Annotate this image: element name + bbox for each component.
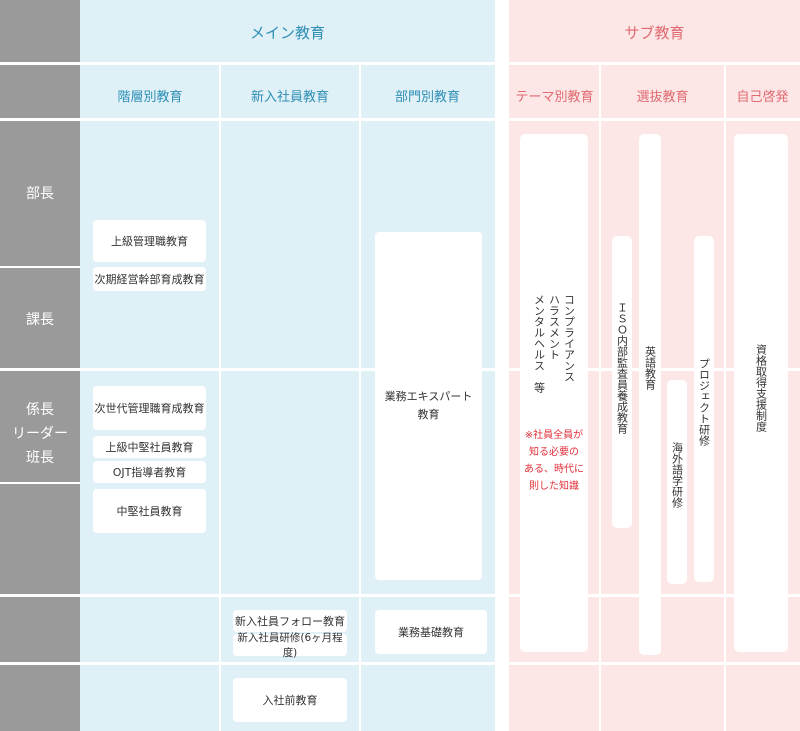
row-label-kacho: 課長	[26, 312, 54, 328]
grid-line	[0, 118, 800, 121]
box-pre-entry: 入社前教育	[233, 678, 347, 722]
grid-line	[0, 594, 800, 597]
row-label-column	[0, 0, 80, 731]
row-separator	[0, 482, 80, 484]
grid-line	[0, 662, 800, 665]
box-senior-manager: 上級管理職教育	[93, 220, 206, 262]
theme-note-line4: 則した知識	[529, 481, 579, 492]
theme-line-compliance: コンプライアンス	[562, 294, 576, 382]
box-next-gen-manager: 次世代管理職育成教育	[93, 386, 206, 430]
box-newhire-follow: 新入社員フォロー教育	[233, 610, 347, 632]
column-line	[359, 62, 361, 731]
row-separator	[0, 266, 80, 268]
bar-english-label: 英語教育	[643, 346, 657, 390]
column-line	[219, 62, 221, 731]
bar-self-development: 資格取得支援制度	[734, 134, 788, 652]
box-biz-expert: 業務エキスパート 教育	[375, 232, 482, 580]
row-label-hancho: 班長	[26, 450, 54, 466]
theme-note-line1: ※社員全員が	[524, 430, 584, 441]
theme-lines: コンプライアンス ハラスメント メンタルヘルス 等	[532, 294, 577, 393]
row-label-kakaricho-group: 係長 リーダー 班長	[0, 398, 80, 470]
theme-line-mental-health: メンタルヘルス 等	[532, 294, 546, 393]
theme-note-line3: ある、時代に	[524, 464, 584, 475]
box-biz-expert-line2: 教育	[417, 408, 440, 421]
column-header-selection: 選抜教育	[636, 90, 689, 105]
column-header-new-employee: 新入社員教育	[250, 90, 329, 105]
bar-overseas: 海外語学研修	[667, 380, 687, 584]
bar-iso: ＩＳＯ内部監査員養成教育	[612, 236, 632, 528]
box-theme-education: コンプライアンス ハラスメント メンタルヘルス 等 ※社員全員が 知る必要の あ…	[520, 134, 588, 652]
bar-project-label: プロジェクト研修	[697, 358, 711, 446]
grid-line	[0, 62, 800, 65]
box-biz-basic: 業務基礎教育	[375, 610, 487, 654]
theme-note-line2: 知る必要の	[529, 447, 579, 458]
box-senior-mid: 上級中堅社員教育	[93, 436, 206, 458]
row-label-leader: リーダー	[12, 426, 68, 442]
bar-iso-label: ＩＳＯ内部監査員養成教育	[615, 302, 629, 434]
bar-self-development-label: 資格取得支援制度	[754, 344, 768, 432]
column-header-department: 部門別教育	[394, 90, 460, 105]
sub-education-header: サブ教育	[624, 24, 685, 42]
row-label-kakaricho: 係長	[26, 402, 54, 418]
column-line	[724, 62, 726, 731]
row-label-bucho: 部長	[26, 186, 54, 202]
bar-project: プロジェクト研修	[694, 236, 714, 582]
column-line	[599, 62, 601, 731]
column-header-hierarchy: 階層別教育	[117, 90, 183, 105]
box-mid: 中堅社員教育	[93, 489, 206, 533]
main-education-header: メイン教育	[249, 24, 325, 42]
box-next-exec: 次期経営幹部育成教育	[93, 267, 206, 291]
column-header-theme: テーマ別教育	[515, 90, 594, 105]
box-newhire-training: 新入社員研修(6ヶ月程度)	[233, 632, 347, 659]
box-biz-expert-line1: 業務エキスパート	[384, 390, 473, 403]
theme-line-harassment: ハラスメント	[547, 294, 561, 360]
bar-english: 英語教育	[639, 134, 661, 655]
column-header-self-development: 自己啓発	[736, 90, 789, 105]
box-ojt: OJT指導者教育	[93, 461, 206, 483]
theme-note: ※社員全員が 知る必要の ある、時代に 則した知識	[524, 427, 584, 495]
bar-overseas-label: 海外語学研修	[670, 442, 684, 508]
